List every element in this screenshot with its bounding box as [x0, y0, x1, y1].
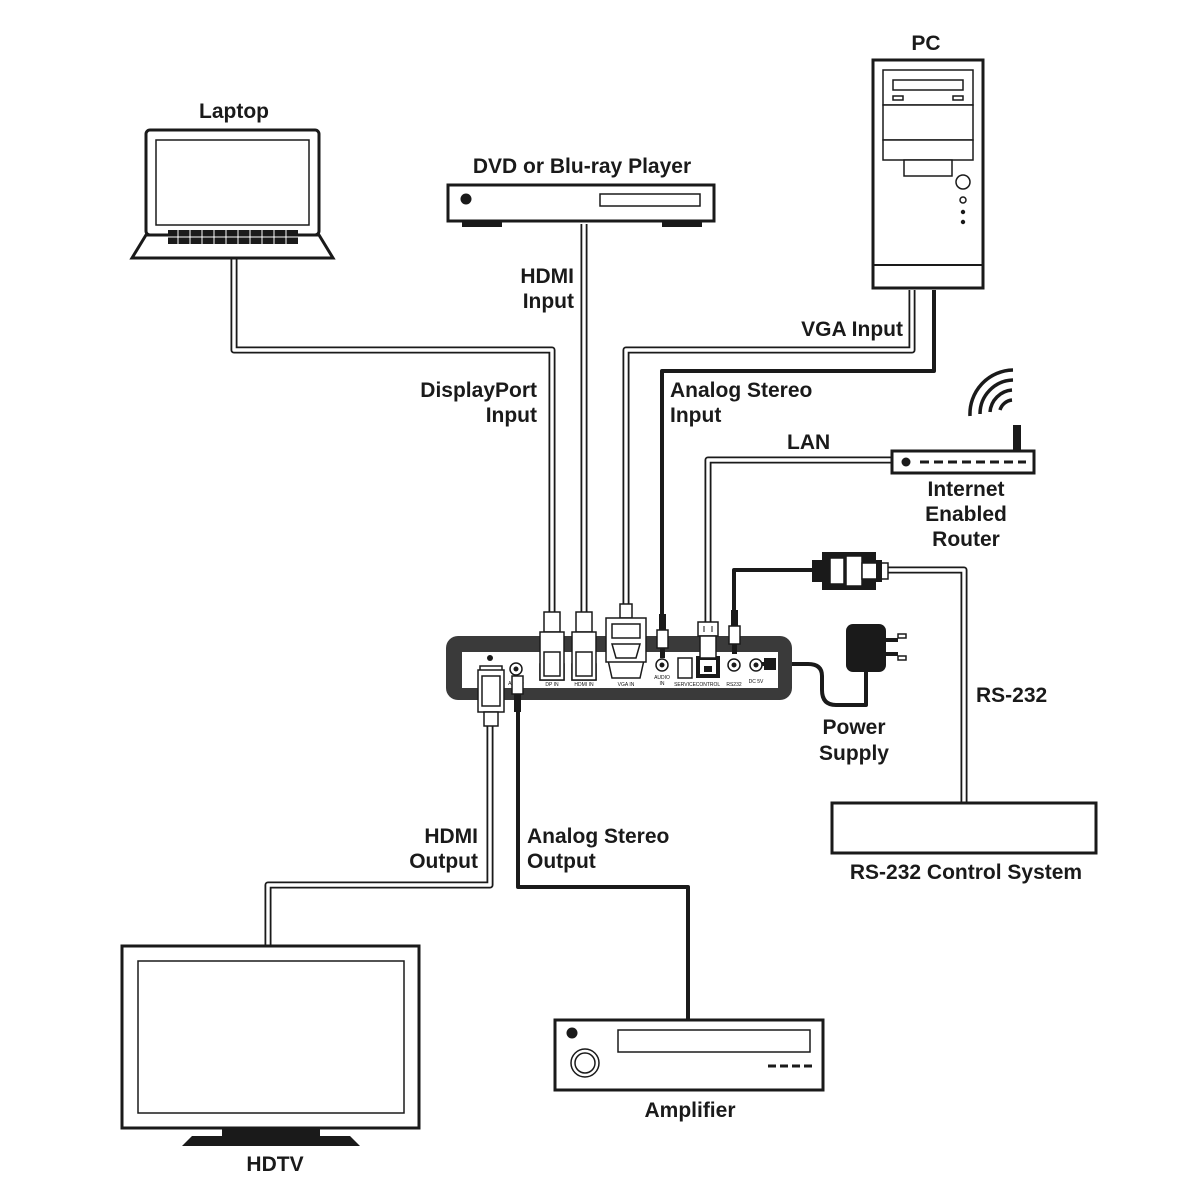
dvd-player-label: DVD or Blu-ray Player — [473, 155, 691, 178]
plugged-connectors — [477, 603, 776, 727]
port-control-label: CONTROL — [696, 682, 721, 688]
hdmi-output-label-line1: HDMI — [424, 825, 478, 848]
serial-connector — [812, 552, 889, 590]
analog-input-cable — [660, 290, 936, 615]
analog-output-label-line2: Output — [527, 850, 596, 873]
rs232-control-system: RS-232 Control System — [830, 801, 1098, 884]
dvd-player: DVD or Blu-ray Player — [446, 155, 716, 227]
router-label-line1: Internet — [927, 478, 1004, 501]
laptop-label: Laptop — [199, 100, 269, 123]
connection-labels: HDMI Input VGA Input DisplayPort Input A… — [409, 265, 1047, 873]
hdtv: HDTV — [120, 944, 421, 1176]
pc-label: PC — [911, 32, 940, 55]
port-rs232-label: RS232 — [726, 682, 742, 688]
vga-input-label: VGA Input — [801, 318, 903, 341]
router-label-line3: Router — [932, 528, 1000, 551]
rs232-label: RS-232 — [976, 684, 1047, 707]
port-dp-in-label: DP IN — [545, 682, 559, 688]
port-audio-in-label-line1: AUDIO — [654, 675, 670, 681]
port-hdmi-in-label: HDMI IN — [574, 682, 594, 688]
lan-cable-core — [706, 458, 892, 622]
power-supply: Power Supply — [819, 624, 907, 765]
hdmi-output-label-line2: Output — [409, 850, 478, 873]
analog-output-label-line1: Analog Stereo — [527, 825, 669, 848]
hdtv-label: HDTV — [246, 1153, 303, 1176]
power-supply-label-line1: Power — [822, 716, 885, 739]
port-audio-in-label-line2: IN — [660, 681, 665, 687]
router: Internet Enabled Router — [890, 368, 1036, 551]
port-service-label: SERVICE — [674, 682, 697, 688]
router-label-line2: Enabled — [925, 503, 1007, 526]
amplifier-label: Amplifier — [644, 1099, 735, 1122]
power-cable — [768, 662, 868, 707]
wifi-icon — [968, 368, 1014, 417]
hdmi-input-label-line1: HDMI — [520, 265, 574, 288]
rs232-cable — [888, 566, 968, 803]
analog-input-label-line1: Analog Stereo — [670, 379, 812, 402]
port-dc-label: DC 5V — [749, 679, 764, 685]
displayport-cable — [230, 258, 556, 612]
hdmi-output-cable-core — [266, 724, 492, 946]
rs232-jack-cable — [732, 568, 812, 610]
displayport-input-label-line2: Input — [486, 404, 537, 427]
displayport-cable-core — [232, 258, 554, 612]
analog-output-cable — [516, 712, 690, 1020]
power-supply-label-line2: Supply — [819, 742, 889, 765]
rs232-cable-core — [888, 568, 966, 803]
rs232-control-system-label: RS-232 Control System — [850, 861, 1082, 884]
hdmi-input-label-line2: Input — [523, 290, 574, 313]
cables — [230, 224, 968, 1020]
laptop: Laptop — [129, 100, 336, 260]
analog-input-label-line2: Input — [670, 404, 721, 427]
vga-cable-core — [624, 290, 914, 608]
displayport-input-label-line1: DisplayPort — [420, 379, 537, 402]
amplifier: Amplifier — [553, 1018, 825, 1122]
port-vga-in-label: VGA IN — [618, 682, 635, 688]
pc-tower: PC — [871, 32, 985, 290]
lan-label: LAN — [787, 431, 830, 454]
